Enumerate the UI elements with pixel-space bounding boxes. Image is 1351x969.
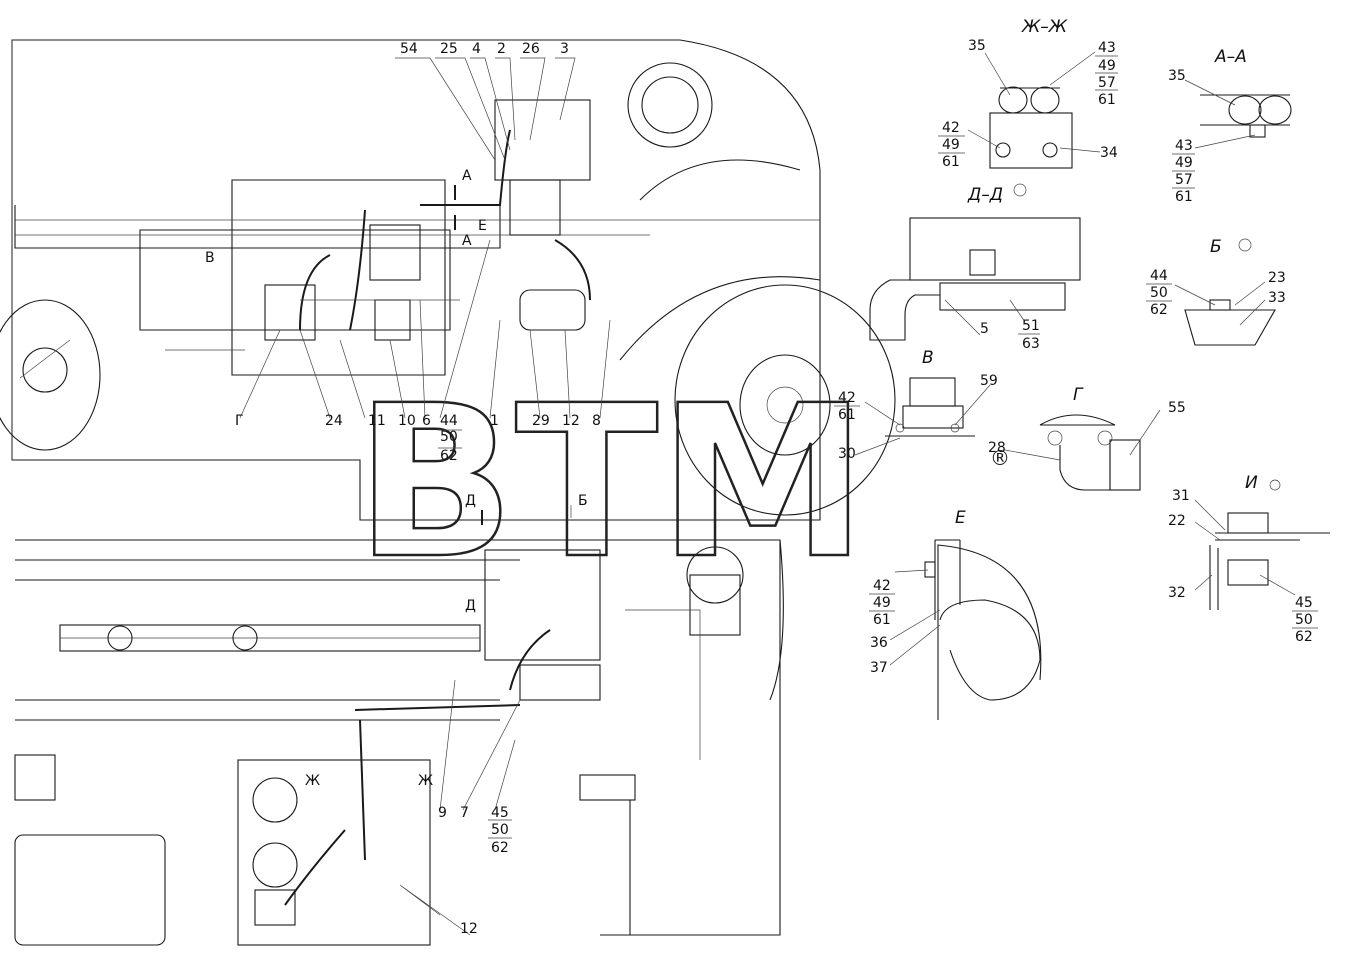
- zh-callout-35: 35: [968, 38, 986, 54]
- callout-50: 50: [440, 429, 458, 445]
- callout-11: 11: [368, 413, 386, 429]
- callout-62: 62: [440, 448, 458, 464]
- marker-a-bottom: А: [462, 233, 472, 249]
- zh-callout-42: 42: [942, 120, 960, 136]
- view-e: Е 42 49 61 36 37: [869, 508, 1042, 720]
- aa-callout-57: 57: [1175, 172, 1193, 188]
- lower-main-view: [14, 539, 784, 946]
- watermark-btm: BTM: [355, 360, 867, 605]
- v-callout-30: 30: [838, 446, 856, 462]
- callout-25: 25: [440, 41, 458, 57]
- callout-7: 7: [460, 805, 469, 821]
- callout-50b: 50: [491, 822, 509, 838]
- marker-zh-right: Ж: [418, 773, 433, 789]
- marker-b: Б: [578, 493, 588, 509]
- registered-mark: ®: [990, 446, 1010, 470]
- dd-callout-5: 5: [980, 321, 989, 337]
- callout-g-marker: Г: [235, 413, 244, 429]
- callout-1: 1: [490, 413, 499, 429]
- callout-62b: 62: [491, 840, 509, 856]
- callout-12: 12: [562, 413, 580, 429]
- aa-callout-35: 35: [1168, 68, 1186, 84]
- section-title-g: Г: [1073, 385, 1084, 405]
- section-title-i: И: [1245, 473, 1258, 493]
- zh-callout-49: 49: [1098, 58, 1116, 74]
- b-callout-33: 33: [1268, 290, 1286, 306]
- zh-callout-57: 57: [1098, 75, 1116, 91]
- v-callout-59: 59: [980, 373, 998, 389]
- zh-callout-43: 43: [1098, 40, 1116, 56]
- i-callout-22: 22: [1168, 513, 1186, 529]
- aa-callout-43: 43: [1175, 138, 1193, 154]
- callout-26: 26: [522, 41, 540, 57]
- section-d-d: Д–Д 5 51 63: [869, 183, 1081, 352]
- top-callouts: 54 25 4 2 26 3: [400, 41, 569, 57]
- callout-9: 9: [438, 805, 447, 821]
- callout-54: 54: [400, 41, 418, 57]
- callout-24: 24: [325, 413, 343, 429]
- marker-d-lower: Д: [465, 598, 476, 614]
- marker-a-top: А: [462, 168, 472, 184]
- marker-v: В: [205, 250, 215, 266]
- callout-3: 3: [560, 41, 569, 57]
- top-callout-leaders: [239, 57, 611, 419]
- b-callout-23: 23: [1268, 270, 1286, 286]
- section-title-e: Е: [955, 508, 966, 528]
- zh-callout-61: 61: [1098, 92, 1116, 108]
- callout-12b: 12: [460, 921, 478, 937]
- view-v: В 42 61 30 59: [834, 348, 998, 462]
- section-title-zh: Ж–Ж: [1021, 17, 1068, 37]
- marker-zh-left: Ж: [305, 773, 320, 789]
- view-g: Г 28 55: [988, 385, 1186, 491]
- callout-45: 45: [491, 805, 509, 821]
- b-callout-50: 50: [1150, 285, 1168, 301]
- callout-44: 44: [440, 413, 458, 429]
- callout-4: 4: [472, 41, 481, 57]
- e-callout-42: 42: [873, 578, 891, 594]
- view-b: Б 44 50 62 23 33: [1146, 237, 1286, 346]
- b-callout-44: 44: [1150, 268, 1168, 284]
- b-callout-62: 62: [1150, 302, 1168, 318]
- zh-callout-61b: 61: [942, 154, 960, 170]
- i-callout-62: 62: [1295, 629, 1313, 645]
- view-markers: А А Е В Д Б Д Ж Ж: [205, 168, 588, 789]
- upper-main-view: [0, 39, 896, 521]
- marker-e: Е: [478, 218, 487, 234]
- e-callout-36: 36: [870, 635, 888, 651]
- view-i: И 31 22 32 45 50 62: [1168, 473, 1330, 645]
- section-a-a: А–А 35 43 49 57 61: [1168, 47, 1292, 205]
- callout-2: 2: [497, 41, 506, 57]
- v-callout-42: 42: [838, 390, 856, 406]
- dd-callout-63: 63: [1022, 336, 1040, 352]
- i-callout-31: 31: [1172, 488, 1190, 504]
- i-callout-45: 45: [1295, 595, 1313, 611]
- aa-callout-49: 49: [1175, 155, 1193, 171]
- g-callout-55: 55: [1168, 400, 1186, 416]
- e-callout-61: 61: [873, 612, 891, 628]
- marker-d-upper: Д: [465, 493, 476, 509]
- g-callout-28: 28: [988, 440, 1006, 456]
- section-title-aa: А–А: [1214, 47, 1247, 67]
- section-zh-zh: Ж–Ж 35 43 49 57 61 42 49 61 34: [938, 17, 1118, 170]
- v-callout-61: 61: [838, 407, 856, 423]
- aa-callout-61: 61: [1175, 189, 1193, 205]
- callout-10: 10: [398, 413, 416, 429]
- dd-callout-51: 51: [1022, 318, 1040, 334]
- e-callout-37: 37: [870, 660, 888, 676]
- callout-8: 8: [592, 413, 601, 429]
- upper-view-lower-callouts: Г 24 11 10 6 44 1 29 12 8 50 62: [235, 413, 601, 464]
- i-callout-50: 50: [1295, 612, 1313, 628]
- callout-29: 29: [532, 413, 550, 429]
- callout-6: 6: [422, 413, 431, 429]
- section-title-dd: Д–Д: [967, 185, 1003, 205]
- section-title-b: Б: [1210, 237, 1222, 257]
- section-title-v: В: [922, 348, 934, 368]
- e-callout-49: 49: [873, 595, 891, 611]
- zh-callout-34: 34: [1100, 145, 1118, 161]
- lower-view-callouts: 9 7 45 50 62 12: [399, 679, 521, 937]
- i-callout-32: 32: [1168, 585, 1186, 601]
- zh-callout-49b: 49: [942, 137, 960, 153]
